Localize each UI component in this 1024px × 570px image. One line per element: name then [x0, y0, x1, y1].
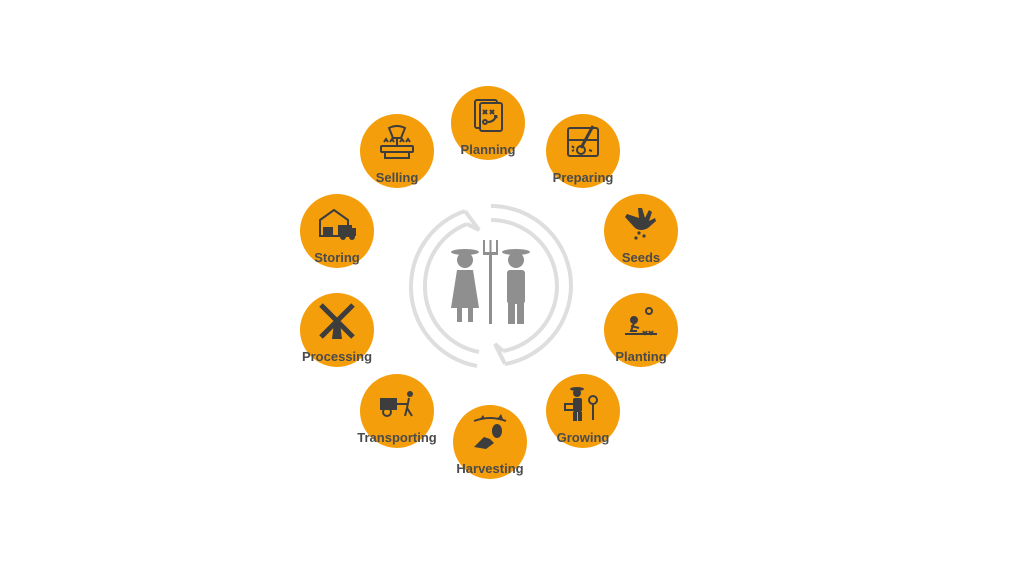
cycle-ring-icon — [408, 204, 574, 368]
stage-selling: Selling — [360, 114, 434, 188]
stage-preparing: Preparing — [546, 114, 620, 188]
stage-seeds: Seeds — [604, 194, 678, 268]
stage-label-preparing: Preparing — [552, 170, 614, 185]
storing-icon — [319, 208, 356, 240]
stage-label-storing: Storing — [314, 250, 360, 265]
stage-planting: Planting — [604, 293, 678, 367]
selling-icon — [380, 125, 414, 159]
stage-label-processing: Processing — [301, 349, 373, 364]
cycle-center — [408, 204, 574, 368]
planning-icon — [474, 99, 503, 132]
preparing-icon — [567, 125, 599, 157]
stage-storing: Storing — [300, 194, 374, 268]
stage-growing: Growing — [546, 374, 620, 448]
stage-label-growing: Growing — [556, 430, 610, 445]
seeds-icon — [625, 208, 656, 240]
stage-label-seeds: Seeds — [621, 250, 661, 265]
stage-label-planning: Planning — [460, 142, 516, 157]
stage-label-planting: Planting — [615, 349, 667, 364]
stage-processing: Processing — [300, 293, 374, 367]
stage-transporting: Transporting — [357, 374, 437, 448]
planting-icon — [625, 307, 657, 336]
transporting-icon — [380, 391, 413, 417]
stage-label-harvesting: Harvesting — [456, 461, 524, 476]
stage-planning: Planning — [451, 86, 525, 160]
processing-icon — [319, 303, 355, 339]
growing-icon — [564, 387, 598, 421]
farmer-couple-icon — [451, 240, 530, 324]
stage-label-transporting: Transporting — [357, 430, 437, 445]
stage-label-selling: Selling — [375, 170, 419, 185]
stage-harvesting: Harvesting — [453, 405, 527, 479]
harvesting-icon — [473, 414, 507, 449]
